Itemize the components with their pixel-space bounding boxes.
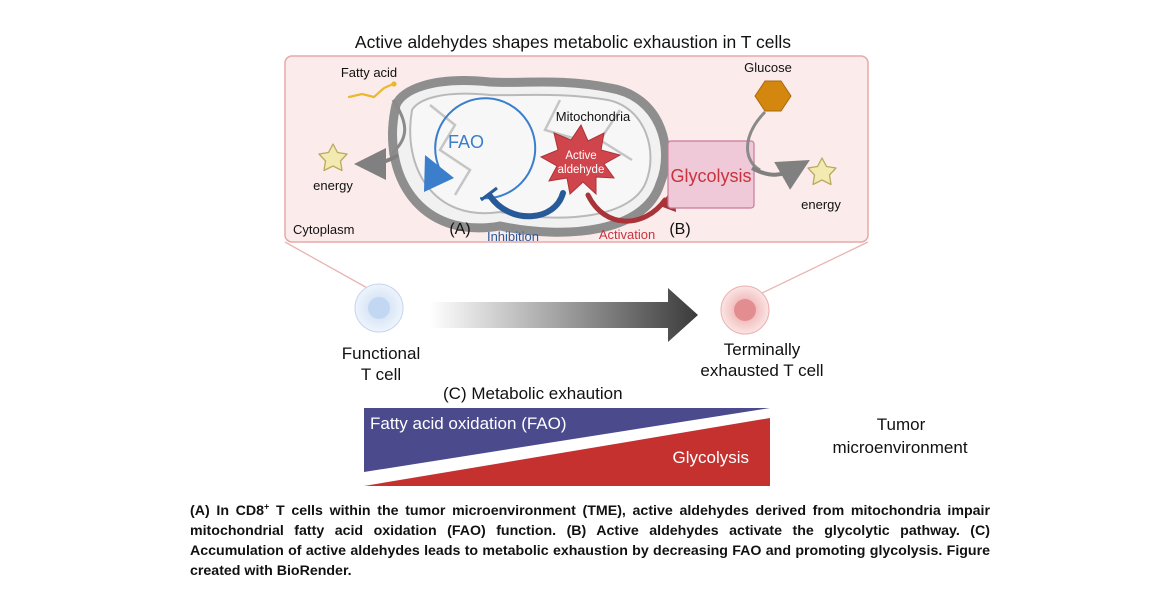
diagram-title: Active aldehydes shapes metabolic exhaus…: [355, 32, 791, 52]
activation-arrow: [585, 192, 668, 224]
exhausted-t-cell-nucleus: [734, 299, 756, 321]
glucose-label: Glucose: [744, 60, 792, 75]
fao-wedge-label: Fatty acid oxidation (FAO): [370, 414, 567, 433]
energy-right-label: energy: [801, 197, 841, 212]
caption-part1: (A) In CD8: [190, 503, 265, 519]
caption-superscript: +: [264, 501, 270, 512]
fao-label: FAO: [448, 132, 484, 152]
fao-wedge: [364, 408, 770, 472]
fatty-acid-head: [391, 81, 397, 87]
glycolysis-label: Glycolysis: [670, 166, 751, 186]
glucose-icon: [754, 80, 792, 112]
mitochondria-label: Mitochondria: [556, 109, 631, 124]
zoom-line-left: [284, 241, 379, 295]
inhibition-label: Inhibition: [487, 229, 539, 244]
active-aldehyde-label-line1: Active: [565, 150, 596, 162]
inhibition-arrow: [487, 190, 566, 220]
fatty-acid-icon: [347, 82, 395, 99]
functional-t-cell-nucleus: [368, 297, 390, 319]
metabolic-exhaustion-title: (C) Metabolic exhaution: [443, 384, 623, 403]
glycolysis-wedge: [364, 418, 770, 486]
glucose-to-energy-arrow: [751, 160, 810, 190]
energy-star-left-icon: [318, 143, 348, 172]
glucose-path: [746, 110, 767, 172]
fatty-acid-label: Fatty acid: [341, 65, 397, 80]
fatty-acid-path: [389, 99, 407, 157]
functional-t-cell-label-line2: T cell: [361, 365, 401, 384]
progression-arrow: [430, 288, 698, 342]
mitochondria-organelle: [388, 76, 671, 237]
label-a: (A): [449, 221, 470, 238]
fao-arrowhead: [424, 155, 454, 192]
zoom-line-right: [759, 241, 869, 295]
exhausted-t-cell-label-line1: Terminally: [724, 340, 801, 359]
inhibition-bar: [480, 186, 498, 202]
energy-star-right-icon: [807, 157, 837, 186]
figure-caption: (A) In CD8+ T cells within the tumor mic…: [190, 501, 990, 581]
tme-label-line2: microenvironment: [832, 438, 967, 457]
caption-part2: T cells within the tumor microenvironmen…: [190, 503, 990, 579]
label-b: (B): [669, 221, 690, 238]
tme-label-line1: Tumor: [877, 415, 926, 434]
fao-cycle-arrow: [434, 97, 537, 200]
functional-t-cell-label-line1: Functional: [342, 344, 420, 363]
active-aldehyde-burst: [539, 123, 622, 196]
activation-label: Activation: [599, 227, 655, 242]
energy-left-label: energy: [313, 178, 353, 193]
glycolysis-box: [667, 140, 755, 209]
exhausted-t-cell-label-line2: exhausted T cell: [700, 361, 823, 380]
fao-to-energy-arrow: [354, 147, 400, 180]
active-aldehyde-label-line2: aldehyde: [558, 164, 605, 176]
cytoplasm-label: Cytoplasm: [293, 222, 354, 237]
glycolysis-wedge-label: Glycolysis: [672, 448, 749, 467]
